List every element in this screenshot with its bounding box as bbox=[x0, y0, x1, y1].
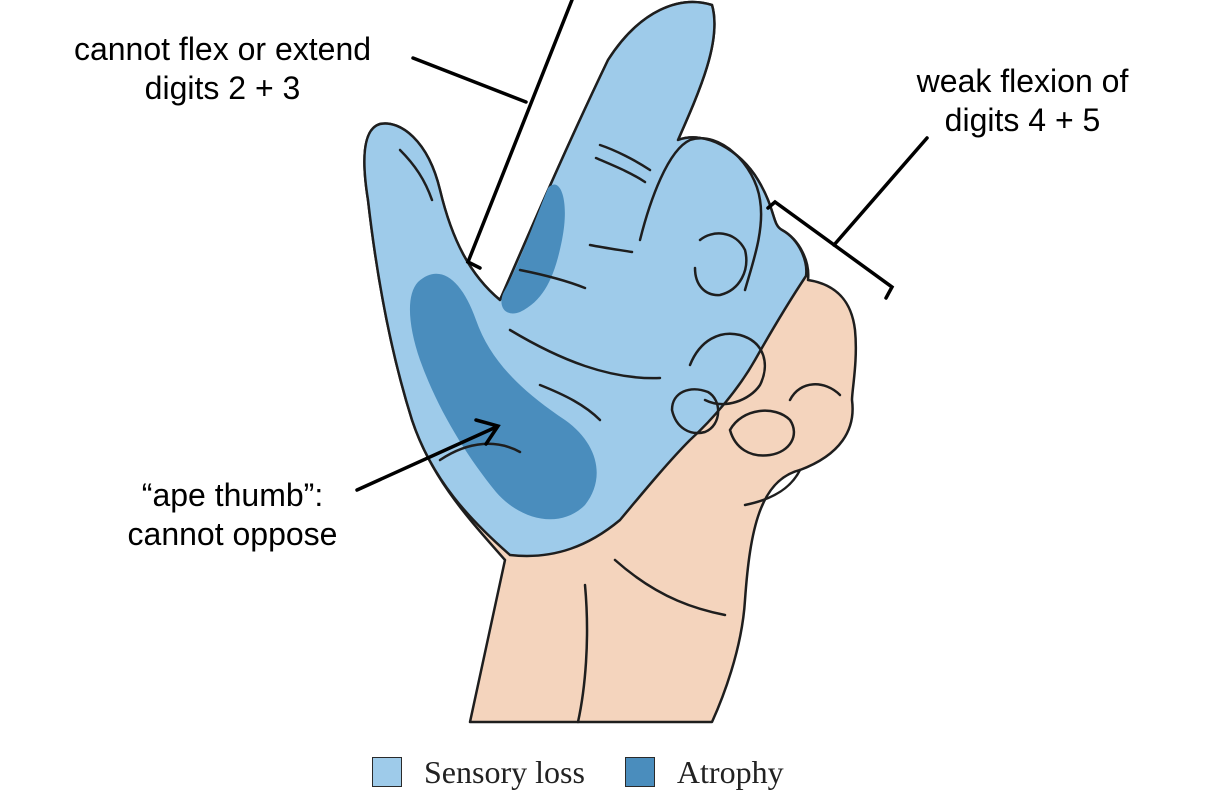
label-ape-line1: “ape thumb”: bbox=[90, 476, 375, 515]
label-weak-line1: weak flexion of bbox=[880, 62, 1165, 101]
legend-item-atrophy: Atrophy bbox=[625, 754, 784, 791]
label-flex-line2: digits 2 + 3 bbox=[30, 69, 415, 108]
label-weak-flexion: weak flexion of digits 4 + 5 bbox=[880, 62, 1165, 140]
legend-item-sensory-loss: Sensory loss bbox=[372, 754, 585, 791]
leader-flex-extend bbox=[413, 58, 526, 102]
leader-weak-flexion bbox=[834, 138, 927, 245]
legend-swatch-sensory-loss bbox=[372, 757, 402, 787]
label-flex-line1: cannot flex or extend bbox=[30, 30, 415, 69]
label-ape-thumb: “ape thumb”: cannot oppose bbox=[90, 476, 375, 554]
label-weak-line2: digits 4 + 5 bbox=[880, 101, 1165, 140]
legend-swatch-atrophy bbox=[625, 757, 655, 787]
label-cannot-flex-extend: cannot flex or extend digits 2 + 3 bbox=[30, 30, 415, 108]
legend: Sensory loss Atrophy bbox=[372, 752, 784, 792]
legend-label-atrophy: Atrophy bbox=[677, 754, 784, 791]
label-ape-line2: cannot oppose bbox=[90, 515, 375, 554]
legend-label-sensory-loss: Sensory loss bbox=[424, 754, 585, 791]
